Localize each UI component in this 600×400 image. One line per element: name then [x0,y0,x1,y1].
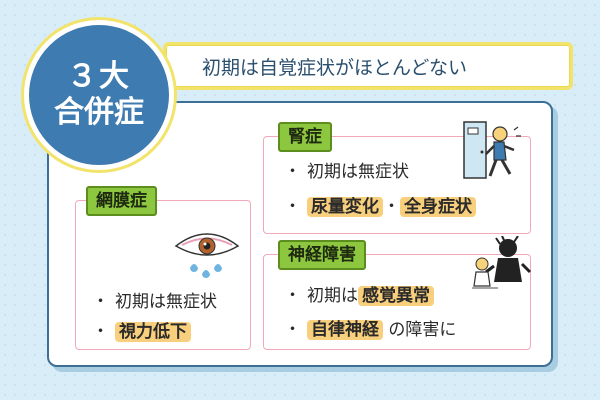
badge-line1: ３大 [67,59,131,94]
section-neuropathy-title: 神経障害 [278,240,366,270]
retinopathy-item-1: ・初期は無症状 [92,292,217,312]
nephropathy-item-1: ・初期は無症状 [284,162,409,182]
neuropathy-item-2: ・自律神経 の障害に [284,320,457,340]
highlight-systemic: 全身症状 [400,197,476,217]
highlight-sensory: 感覚異常 [358,286,434,306]
nephropathy-item-2: ・尿量変化・全身症状 [284,195,476,219]
highlight-urine: 尿量変化 [307,197,383,217]
title-badge: ３大 合併症 [24,20,174,170]
section-nephropathy-title: 腎症 [278,122,332,152]
subtitle-text: 初期は自覚症状がほとんどない [202,56,468,79]
section-retinopathy-title: 網膜症 [86,186,157,216]
neuropathy-item-1: ・初期は感覚異常 [284,284,434,308]
running-to-toilet-icon [458,120,528,190]
badge-line2: 合併症 [54,95,144,130]
subtitle-banner: 初期は自覚症状がほとんどない [163,42,573,90]
teary-eye-icon [172,228,242,284]
highlight-vision: 視力低下 [115,322,191,342]
retinopathy-item-2: ・視力低下 [92,320,191,344]
highlight-autonomic: 自律神経 [307,320,383,340]
numb-person-icon [468,235,532,296]
